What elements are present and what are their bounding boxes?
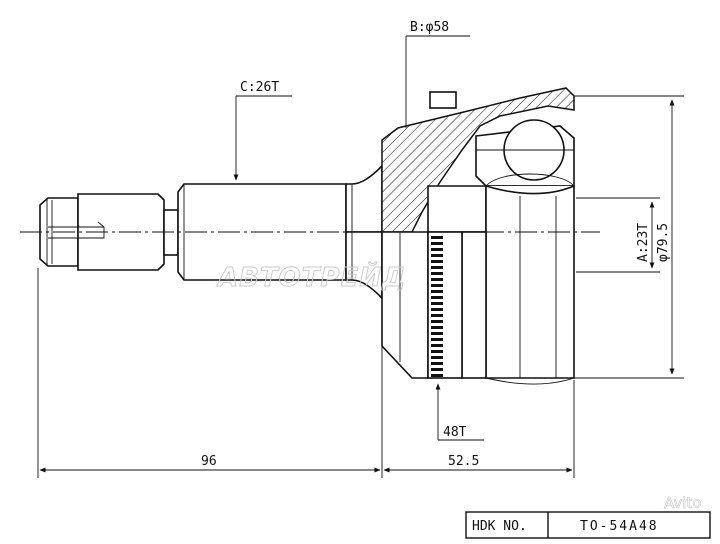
abs-tooth	[431, 314, 443, 317]
abs-teeth-label: 48T	[443, 425, 467, 440]
abs-tooth	[431, 296, 443, 299]
abs-ring	[427, 231, 463, 379]
abs-tooth	[431, 344, 443, 347]
abs-tooth	[431, 326, 443, 329]
outer-diameter-label: φ79.5	[656, 223, 671, 262]
abs-tooth	[431, 320, 443, 323]
abs-tooth	[431, 338, 443, 341]
abs-tooth	[431, 302, 443, 305]
dim-b-diameter: B:φ58	[405, 20, 470, 128]
corner-watermark: Avito	[664, 494, 702, 512]
c-spline-label: C:26T	[240, 80, 279, 95]
dim-abs-teeth: 48T	[435, 383, 484, 441]
dim-c-spline: C:26T	[233, 80, 292, 181]
abs-tooth	[431, 278, 443, 281]
abs-tooth	[431, 356, 443, 359]
abs-tooth	[431, 368, 443, 371]
dim-lengths: 96 52.5	[37, 268, 575, 478]
b-diameter-label: B:φ58	[410, 20, 449, 35]
abs-tooth	[431, 308, 443, 311]
joint-internals	[427, 119, 575, 385]
length-left-label: 96	[201, 454, 217, 469]
abs-tooth	[431, 290, 443, 293]
abs-tooth	[431, 284, 443, 287]
title-block-label: HDK NO.	[472, 519, 527, 534]
a-spline-label: A:23T	[636, 223, 651, 262]
abs-tooth	[431, 362, 443, 365]
abs-tooth	[431, 248, 443, 251]
abs-tooth	[431, 254, 443, 257]
abs-tooth	[431, 272, 443, 275]
abs-tooth	[431, 260, 443, 263]
abs-tooth	[431, 350, 443, 353]
abs-tooth	[431, 374, 443, 377]
length-right-label: 52.5	[448, 454, 479, 469]
part-number: TO-54A48	[580, 519, 659, 534]
watermark-text: АВТОТРЕЙД	[216, 261, 406, 293]
abs-tooth	[431, 332, 443, 335]
dim-right: A:23T φ79.5	[574, 95, 684, 379]
abs-tooth	[431, 266, 443, 269]
abs-tooth	[431, 242, 443, 245]
abs-tooth	[431, 236, 443, 239]
title-block: HDK NO. TO-54A48	[465, 511, 711, 539]
